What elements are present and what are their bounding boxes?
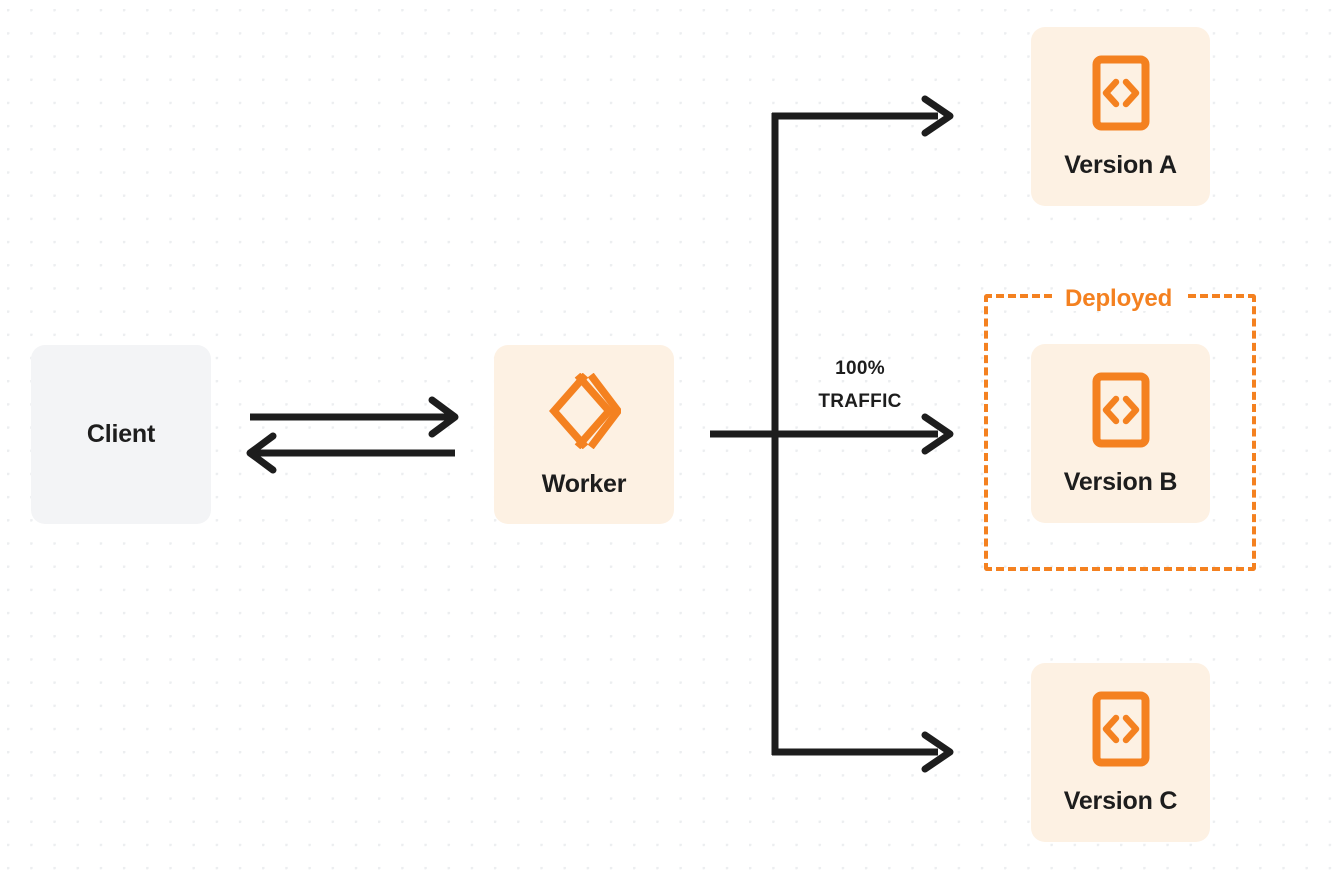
code-brackets-icon (1092, 691, 1150, 772)
arrow-worker-to-client (246, 432, 455, 474)
cloudflare-workers-icon (547, 372, 623, 454)
node-version-c-label: Version C (1063, 787, 1178, 815)
traffic-percent: 100% (835, 358, 885, 379)
arrow-worker-to-version-c (772, 731, 954, 773)
node-worker[interactable]: Worker (494, 345, 674, 524)
node-worker-label: Worker (541, 469, 627, 498)
node-version-c[interactable]: Version C (1031, 663, 1210, 842)
traffic-label: 100% TRAFFIC (760, 352, 960, 419)
arrow-worker-to-version-b (710, 413, 954, 455)
node-client-label: Client (86, 420, 156, 448)
arrow-client-to-worker (250, 396, 459, 438)
node-version-b-label: Version B (1063, 468, 1178, 496)
arrow-worker-to-version-a (772, 95, 954, 137)
deployed-group-label: Deployed (1053, 287, 1185, 311)
code-brackets-icon (1092, 55, 1150, 136)
node-version-b[interactable]: Version B (1031, 344, 1210, 523)
code-brackets-icon (1092, 372, 1150, 453)
node-version-a[interactable]: Version A (1031, 27, 1210, 206)
node-client[interactable]: Client (31, 345, 211, 524)
traffic-word: TRAFFIC (818, 391, 902, 413)
node-version-a-label: Version A (1064, 151, 1177, 179)
